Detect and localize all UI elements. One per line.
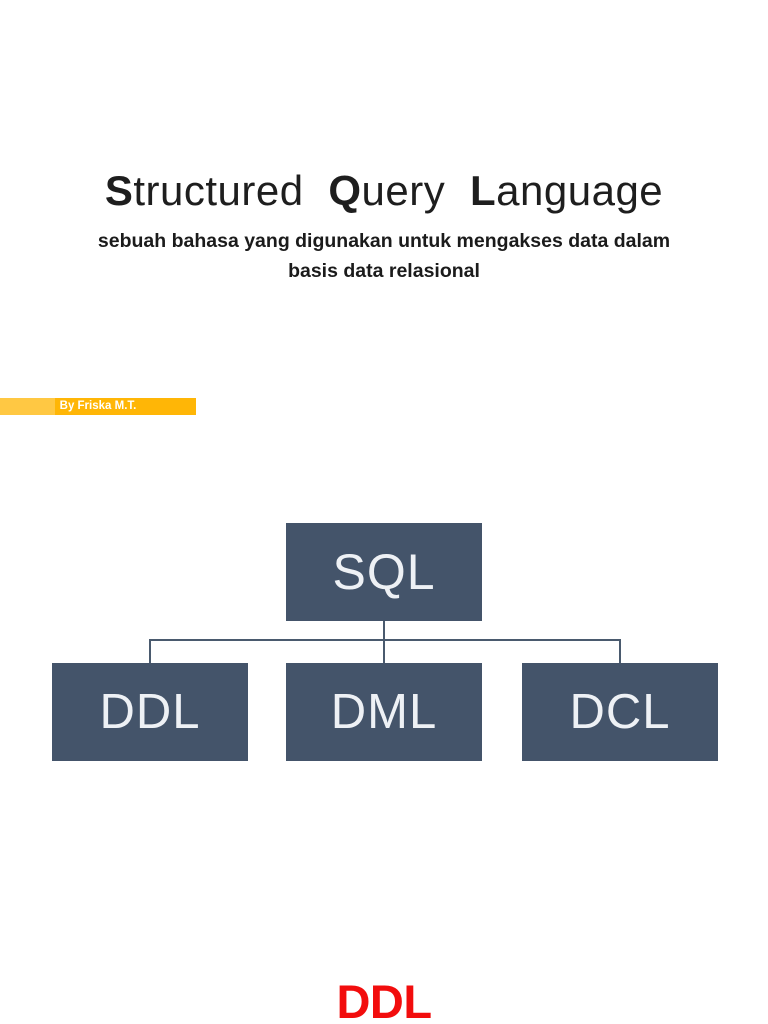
- diagram-node-sql: SQL: [286, 523, 482, 621]
- next-section-title: DDL: [336, 975, 432, 1024]
- diagram-node-label: DCL: [569, 685, 671, 739]
- diagram-node-dcl: DCL: [522, 663, 718, 761]
- connector-drop-line-middle: [383, 639, 385, 663]
- title-word-rest: anguage: [496, 167, 664, 214]
- connector-drop-line-left: [149, 639, 151, 663]
- title-word-rest: tructured: [133, 167, 304, 214]
- connector-stem-line: [383, 621, 385, 641]
- diagram-node-ddl: DDL: [52, 663, 248, 761]
- diagram-node-dml: DML: [286, 663, 482, 761]
- diagram-node-label: DML: [330, 685, 438, 739]
- title-word: Structured: [105, 167, 304, 214]
- page-subtitle: sebuah bahasa yang digunakan untuk menga…: [0, 226, 768, 286]
- diagram-node-label: DDL: [99, 685, 201, 739]
- connector-horizontal-line: [149, 639, 621, 641]
- badge-accent-segment: [0, 398, 55, 415]
- title-initial: S: [104, 167, 134, 214]
- subtitle-line-2: basis data relasional: [288, 260, 480, 282]
- title-initial: L: [470, 167, 497, 214]
- title-initial: Q: [328, 167, 362, 214]
- connector-drop-line-right: [619, 639, 621, 663]
- subtitle-line-1: sebuah bahasa yang digunakan untuk menga…: [97, 230, 671, 252]
- page-title: Structured Query Language: [0, 166, 768, 216]
- diagram-node-label: SQL: [332, 544, 436, 600]
- author-badge-label: By Friska M.T.: [59, 400, 137, 412]
- title-word: Query: [328, 167, 445, 214]
- author-badge: By Friska M.T.: [0, 398, 196, 415]
- title-word-rest: uery: [361, 167, 446, 214]
- title-word: Language: [470, 167, 663, 214]
